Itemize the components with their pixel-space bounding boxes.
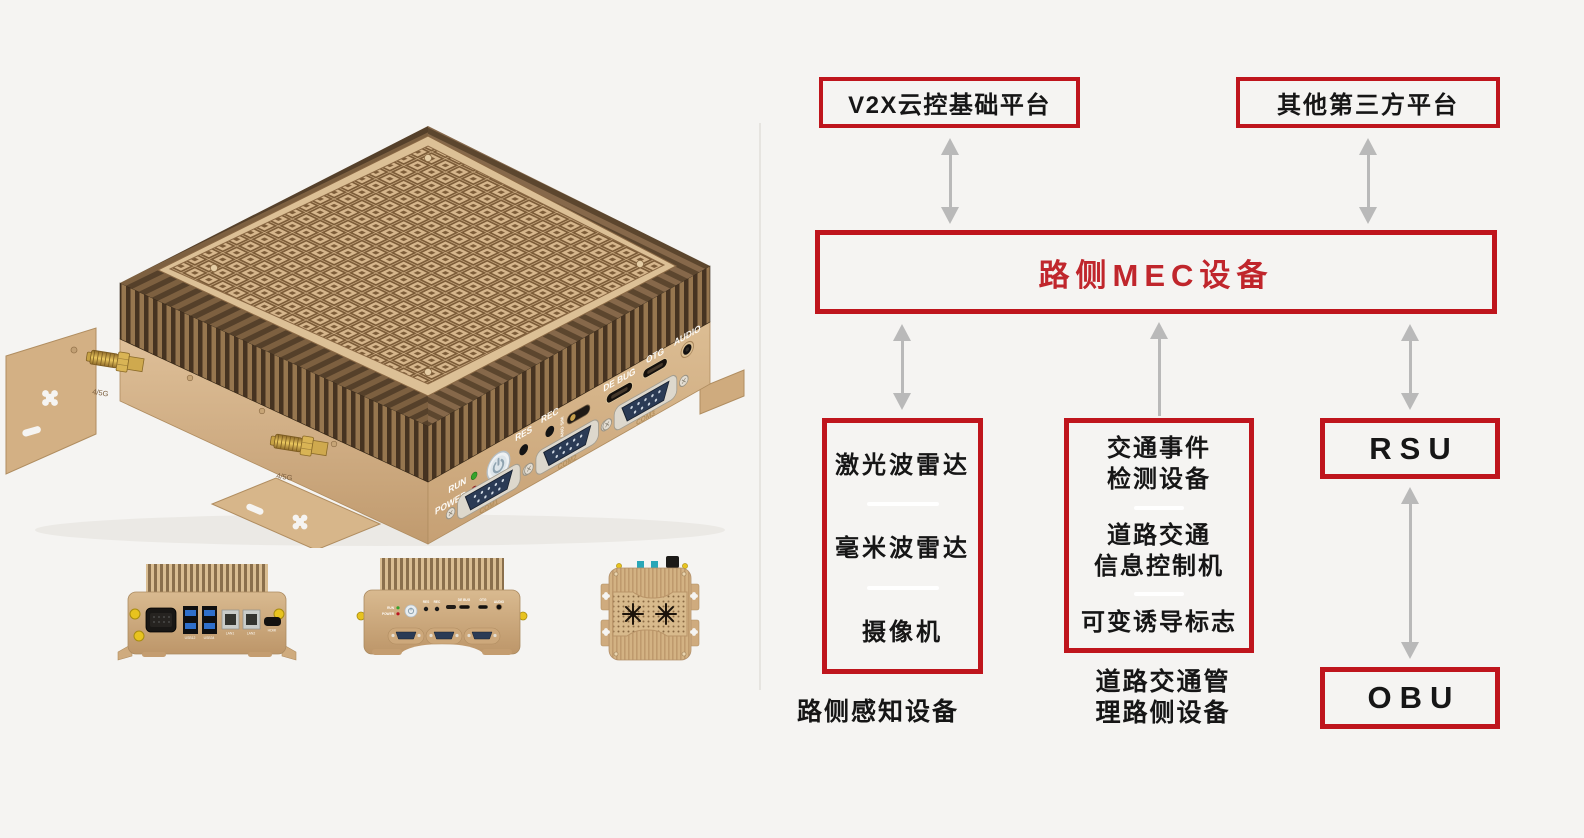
diagram-box-rsu: RSU xyxy=(1320,418,1500,479)
rear-heatsink-fins xyxy=(146,564,268,592)
arrow-thirdparty-mec xyxy=(1359,138,1377,224)
rear-foot xyxy=(142,652,166,657)
rear-lan-port xyxy=(221,609,240,630)
power-led-small xyxy=(396,612,400,616)
top-vent-panel xyxy=(612,591,688,637)
mount-wing-rear xyxy=(5,327,97,475)
run-label-small: RUN xyxy=(387,606,395,610)
res-label-small: RES xyxy=(423,600,430,604)
separator xyxy=(866,585,939,590)
third-party-platform-label: 其他第三方平台 xyxy=(1277,92,1459,119)
res-button-small xyxy=(423,606,429,612)
rec-button-small xyxy=(434,606,440,612)
rsu-label: RSU xyxy=(1369,430,1459,466)
heatsink-fins-right xyxy=(427,265,711,483)
device-shadow xyxy=(35,514,725,546)
rear-foot xyxy=(248,652,272,657)
arrow-traffic-mec xyxy=(1150,322,1168,416)
usb34-label: USB34 xyxy=(204,636,215,640)
sim-slot: NANO SIM xyxy=(560,404,591,442)
traffic-item-info-controller: 道路交通 信息控制机 xyxy=(1094,521,1224,580)
top-view-image xyxy=(600,556,700,661)
diagram-box-roadside-mec: 路侧MEC设备 xyxy=(815,230,1497,314)
separator xyxy=(1134,505,1184,510)
run-led-small xyxy=(396,606,400,610)
rec-label-small: REC xyxy=(434,600,441,604)
separator xyxy=(866,502,939,507)
lan2-label: LAN2 xyxy=(247,632,256,636)
mount-wing-front xyxy=(210,477,382,548)
antenna-icon: 4/5G xyxy=(268,430,329,483)
v2x-platform-label: V2X云控基础平台 xyxy=(848,92,1051,119)
run-led xyxy=(470,471,478,480)
audio-jack-small xyxy=(495,603,503,611)
heatsink-pattern-plate xyxy=(168,145,666,385)
antenna-label: 4/5G xyxy=(276,471,294,482)
otg-label-small: OTG xyxy=(480,598,487,602)
otg-port-small xyxy=(477,604,489,610)
diagram-box-obu: OBU xyxy=(1320,667,1500,729)
traffic-item-incident-detection: 交通事件 检测设备 xyxy=(1107,435,1211,494)
rear-hdmi-port xyxy=(264,617,281,626)
sim-label: NANO SIM xyxy=(560,415,565,442)
lan1-label: LAN1 xyxy=(226,632,235,636)
sensing-item-lidar: 激光波雷达 xyxy=(835,452,970,480)
audio-jack xyxy=(680,340,694,359)
front-panel: RUN POWER RES REC NANO SIM DE BUG xyxy=(435,323,701,529)
front-view-image: RUN POWER RES REC DE BUG OTG AUDIO xyxy=(356,558,528,668)
sim-slot-small xyxy=(446,605,456,609)
mount-tab-right xyxy=(699,369,745,415)
front-heatsink-fins xyxy=(380,558,504,590)
debug-port-small xyxy=(458,604,471,610)
rear-usb-stack xyxy=(183,606,198,634)
obu-label: OBU xyxy=(1367,680,1461,715)
debug-label-small: DE BUG xyxy=(458,598,471,602)
rear-view-image: USB12 USB34 LAN1 LAN2 HDMI xyxy=(117,564,297,661)
front-foot xyxy=(482,649,512,655)
otg-usbc-port xyxy=(642,358,668,379)
sensing-caption: 路侧感知设备 xyxy=(796,698,959,726)
sensing-item-camera: 摄像机 xyxy=(862,618,943,646)
res-button xyxy=(519,444,529,456)
front-arch xyxy=(400,644,484,668)
antenna-label: 4/5G xyxy=(92,387,110,398)
roadside-mec-label: 路侧MEC设备 xyxy=(1038,257,1274,293)
main-device-image: 4/5G 4/5G RUN POWER RES REC xyxy=(5,126,745,548)
usb12-label: USB12 xyxy=(185,636,196,640)
rear-power-connector xyxy=(145,607,177,633)
separator xyxy=(1134,592,1184,597)
hdmi-label: HDMI xyxy=(268,629,277,633)
top-mount-holes xyxy=(602,592,698,636)
debug-usbc-port xyxy=(606,381,633,404)
front-foot xyxy=(372,649,402,655)
rec-button xyxy=(545,425,555,437)
front-com-ports-small xyxy=(387,627,501,645)
left-face-screws xyxy=(186,374,338,448)
sensing-item-mmwave-radar: 毫米波雷达 xyxy=(835,535,970,563)
rear-lan-port xyxy=(242,609,261,630)
power-button-small xyxy=(404,604,418,618)
traffic-caption: 道路交通管 理路侧设备 xyxy=(1095,668,1231,727)
section-divider xyxy=(759,123,761,690)
diagram-box-traffic-devices: 交通事件 检测设备 道路交通 信息控制机 可变诱导标志 xyxy=(1064,418,1254,653)
rear-antenna-connector xyxy=(133,630,145,642)
diagram-box-third-party-platform: 其他第三方平台 xyxy=(1236,77,1500,128)
top-corner-screws xyxy=(613,571,687,657)
antenna-icon: 4/5G xyxy=(84,346,145,399)
rear-antenna-connector xyxy=(129,608,141,620)
top-connectors xyxy=(616,556,688,569)
audio-label-small: AUDIO xyxy=(494,600,505,604)
arrow-mec-rsu xyxy=(1401,324,1419,410)
traffic-item-variable-sign: 可变诱导标志 xyxy=(1081,608,1237,636)
arrow-rsu-obu xyxy=(1401,487,1419,659)
diagram-box-v2x-platform: V2X云控基础平台 xyxy=(819,77,1080,128)
diagram-box-sensing-devices: 激光波雷达 毫米波雷达 摄像机 xyxy=(822,418,983,674)
rear-usb-stack xyxy=(202,606,217,634)
top-fan-pattern xyxy=(622,603,677,625)
heatsink-top xyxy=(120,126,710,426)
arrow-v2x-mec xyxy=(941,138,959,224)
power-label-small: POWER xyxy=(382,612,395,616)
arrow-mec-sensing xyxy=(893,324,911,410)
